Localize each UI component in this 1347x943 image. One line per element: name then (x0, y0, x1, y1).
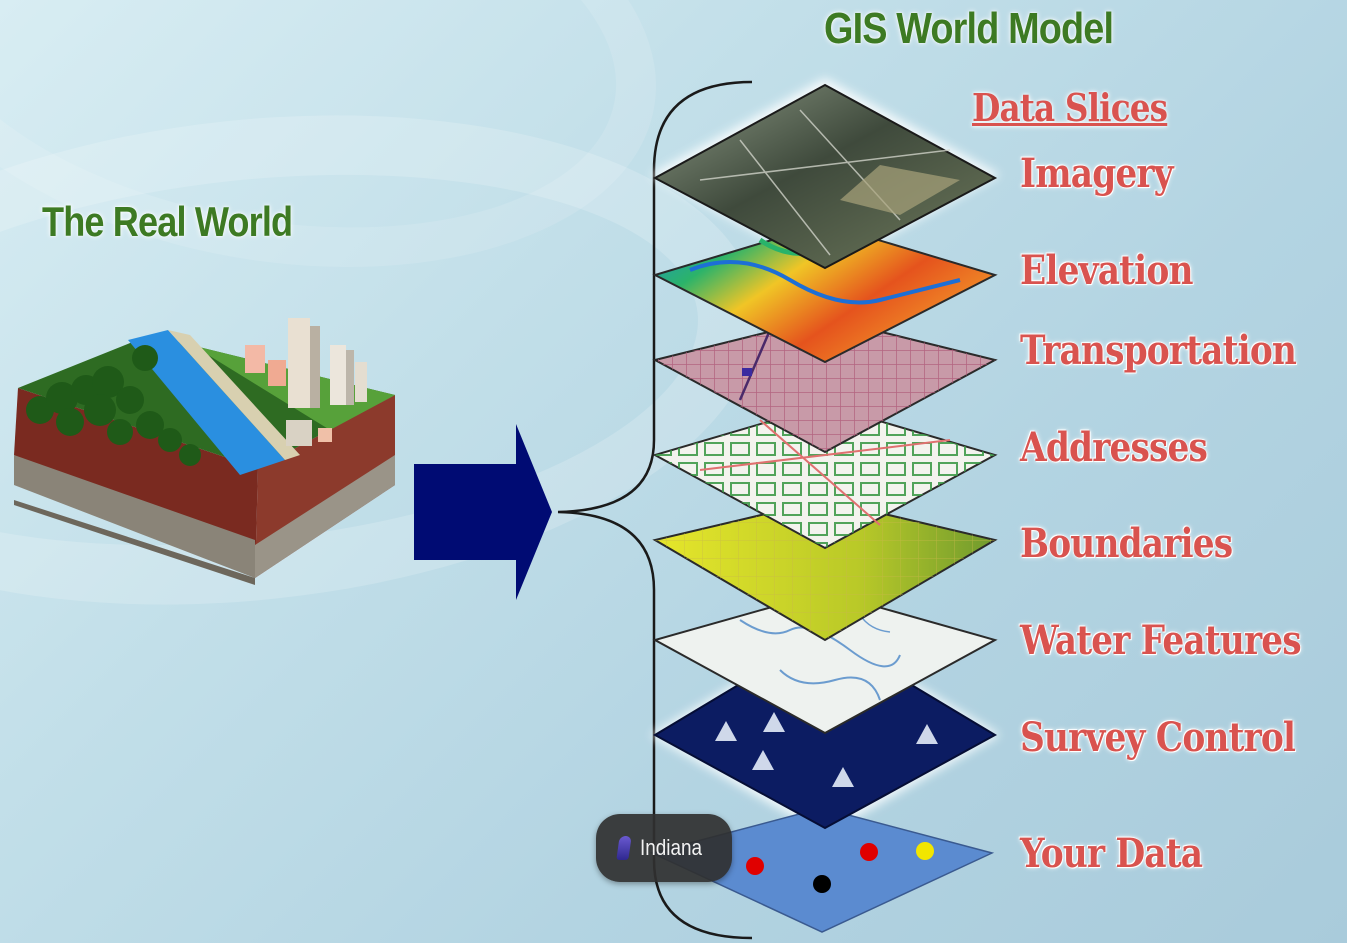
layer-water-features (652, 590, 998, 735)
real-world-terrain-icon (14, 318, 395, 585)
layer-boundaries (652, 498, 998, 642)
label-addresses: Addresses (1020, 424, 1208, 471)
triangle-icon (916, 724, 938, 744)
real-world-title: The Real World (42, 198, 293, 245)
triangle-icon (752, 750, 774, 770)
indiana-label: Indiana (640, 835, 703, 860)
layer-addresses (652, 403, 998, 550)
label-survey-control: Survey Control (1020, 714, 1296, 761)
dot-icon (746, 857, 764, 875)
curly-brace-icon (557, 80, 753, 940)
layer-imagery (652, 83, 998, 270)
label-water-features: Water Features (1020, 617, 1302, 664)
dot-icon (813, 875, 831, 893)
indiana-badge[interactable]: Indiana (596, 814, 732, 882)
label-your-data: Your Data (1020, 830, 1203, 877)
dot-icon (916, 842, 934, 860)
triangle-icon (715, 721, 737, 741)
layer-transportation (652, 316, 998, 454)
triangle-icon (763, 712, 785, 732)
label-elevation: Elevation (1020, 247, 1193, 294)
dot-icon (860, 843, 878, 861)
layer-your-data (649, 807, 995, 933)
gis-world-model-title: GIS World Model (824, 4, 1114, 53)
label-imagery: Imagery (1020, 150, 1174, 197)
forest (26, 345, 201, 466)
triangle-icon (832, 767, 854, 787)
city-buildings (245, 318, 367, 446)
indiana-map-icon (616, 836, 632, 860)
label-transportation: Transportation (1020, 327, 1297, 374)
label-boundaries: Boundaries (1020, 520, 1233, 567)
right-arrow-icon (414, 424, 552, 600)
data-slices-heading: Data Slices (972, 85, 1168, 130)
